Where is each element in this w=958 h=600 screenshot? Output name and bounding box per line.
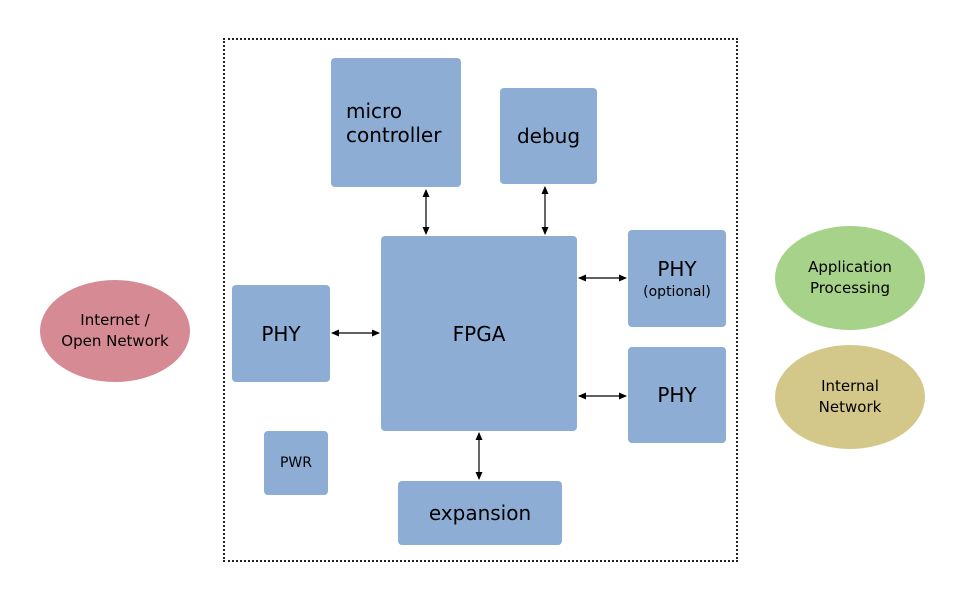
application-label-line2: Processing [809, 279, 891, 297]
debug-block: debug [500, 88, 597, 184]
expansion-block: expansion [398, 481, 562, 545]
microcontroller-block: micro controller [331, 58, 461, 187]
pwr-block: PWR [264, 431, 328, 495]
internet-label-line2: Open Network [61, 332, 169, 350]
internal-network-ellipse: Internal Network [775, 345, 925, 449]
phy-optional-label: PHY [657, 256, 697, 281]
expansion-label: expansion [428, 501, 532, 525]
microcontroller-label-line1: micro [346, 98, 403, 123]
phy-right-block: PHY [628, 347, 726, 443]
debug-label: debug [516, 124, 581, 148]
fpga-block: FPGA [381, 236, 577, 431]
phy-optional-block: PHY (optional) [628, 230, 726, 327]
application-label-line1: Application [808, 258, 892, 276]
microcontroller-label-line2: controller [346, 122, 442, 147]
application-processing-ellipse: Application Processing [775, 226, 925, 330]
internal-label-line1: Internal [821, 377, 879, 395]
internal-label-line2: Network [818, 398, 882, 416]
pwr-label: PWR [279, 455, 312, 471]
internet-ellipse: Internet / Open Network [40, 280, 190, 382]
phy-right-label: PHY [657, 383, 697, 407]
board-boundary [223, 38, 738, 562]
phy-left-label: PHY [261, 321, 301, 346]
phy-optional-note: (optional) [643, 283, 711, 300]
fpga-label: FPGA [452, 321, 506, 346]
phy-left-block: PHY [232, 285, 330, 382]
internet-label-line1: Internet / [80, 311, 150, 329]
